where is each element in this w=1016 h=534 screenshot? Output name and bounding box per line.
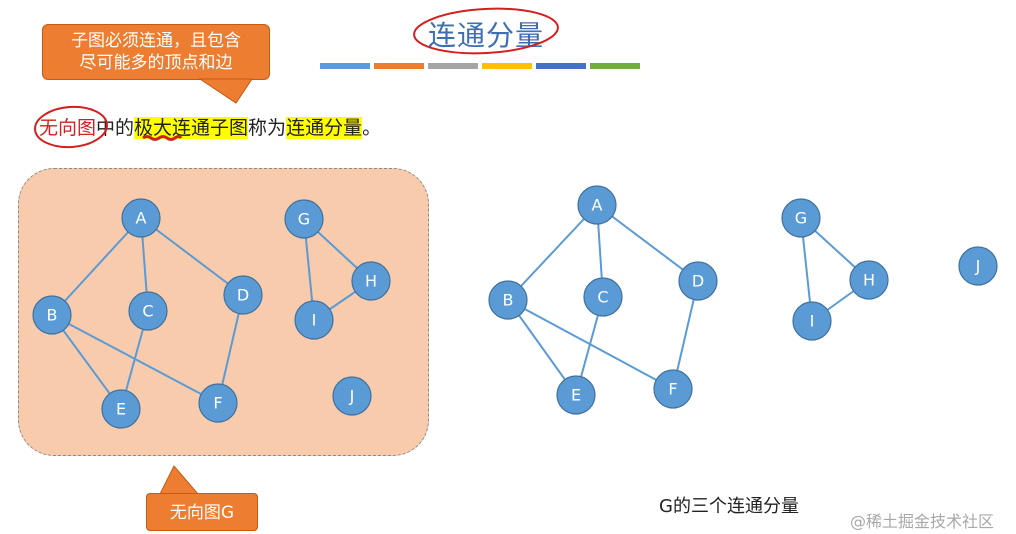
title-bar-3: [428, 63, 478, 69]
component-node-a-circle: [577, 185, 617, 225]
graph-g-node-j: J: [332, 376, 372, 416]
title-underline-bars: [320, 63, 640, 69]
component-node-j-label: J: [975, 257, 981, 276]
graph-g-node-e-circle: [101, 389, 141, 429]
definition-sentence: 无向图中的极大连通子图称为连通分量。: [39, 113, 381, 140]
graph-g-node-h-label: H: [365, 272, 377, 291]
graph-g-node-f-label: F: [213, 394, 222, 413]
title-bar-5: [536, 63, 586, 69]
definition-text-1: 中的: [96, 117, 135, 139]
graph-g-node-d: D: [223, 275, 263, 315]
component-node-b-label: B: [503, 291, 514, 310]
term-maximal-connected-subgraph: 极大连通子图: [134, 117, 249, 139]
component-node-i: I: [792, 301, 832, 341]
graph-g-edge-a-d: [140, 217, 244, 296]
graph-g-node-d-label: D: [237, 286, 249, 305]
graph-g-node-f-circle: [198, 383, 238, 423]
callout-note-line1: 子图必须连通，且包含: [71, 31, 241, 51]
red-squiggle-underline: [142, 135, 183, 141]
watermark: @稀土掘金技术社区: [850, 512, 995, 531]
component-node-c: C: [583, 277, 623, 317]
component-node-d: D: [678, 261, 718, 301]
graph-g-node-g-label: G: [298, 210, 310, 229]
title-red-ellipse: [413, 7, 559, 55]
component-node-h: H: [849, 260, 889, 300]
component-node-f-circle: [653, 369, 693, 409]
components-caption: G的三个连通分量: [659, 496, 799, 517]
definition-text-end: 。: [362, 117, 382, 139]
graph-g-node-g-circle: [284, 199, 324, 239]
component-node-e-circle: [556, 375, 596, 415]
graph-g-node-e: E: [101, 389, 141, 429]
component-node-j-circle: [958, 246, 998, 286]
component-node-a-label: A: [592, 196, 603, 215]
graph-g-node-i-label: I: [312, 311, 317, 330]
callout-note: 子图必须连通，且包含 尽可能多的顶点和边: [42, 24, 270, 80]
graph-g-node-a-circle: [121, 198, 161, 238]
component-node-g: G: [781, 198, 821, 238]
component-node-e-label: E: [571, 386, 581, 405]
graph-g-node-e-label: E: [116, 400, 126, 419]
title-bar-4: [482, 63, 532, 69]
graph-g-node-h: H: [351, 261, 391, 301]
graph-g-node-i-circle: [294, 300, 334, 340]
callout-graph-label: 无向图G: [146, 493, 258, 531]
term-undirected-graph: 无向图: [39, 117, 97, 139]
graph-g-node-b-circle: [32, 295, 72, 335]
title-bar-6: [590, 63, 640, 69]
definition-text-2: 称为: [248, 117, 287, 139]
component-node-h-label: H: [863, 271, 875, 290]
title-bar-1: [320, 63, 370, 69]
graph-g-node-g: G: [284, 199, 324, 239]
component-node-b: B: [488, 280, 528, 320]
component-node-g-label: G: [795, 209, 807, 228]
component-node-b-circle: [488, 280, 528, 320]
graph-g-node-h-circle: [351, 261, 391, 301]
callout-note-pointer: [198, 78, 253, 104]
component-node-c-label: C: [597, 288, 608, 307]
component-node-d-label: D: [692, 272, 704, 291]
graph-g-node-b: B: [32, 295, 72, 335]
graph-g-node-c-circle: [128, 291, 168, 331]
title-bar-2: [374, 63, 424, 69]
component-node-f-label: F: [668, 380, 677, 399]
graph-g-node-a-label: A: [136, 209, 147, 228]
graph-g-node-a: A: [121, 198, 161, 238]
graph-g-node-d-circle: [223, 275, 263, 315]
component-node-j: J: [958, 246, 998, 286]
graph-g-node-b-label: B: [47, 306, 58, 325]
graph-g-edge-a-b: [51, 217, 142, 316]
graph-g-node-j-label: J: [349, 387, 355, 406]
term-connected-component: 连通分量: [286, 117, 363, 139]
graph-g-node-i: I: [294, 300, 334, 340]
component-node-h-circle: [849, 260, 889, 300]
term-red-ellipse: [34, 105, 108, 149]
graph-g-node-c-label: C: [142, 302, 153, 321]
component-node-e: E: [556, 375, 596, 415]
callout-note-line2: 尽可能多的顶点和边: [79, 53, 233, 73]
graph-g-node-f: F: [198, 383, 238, 423]
component-node-g-circle: [781, 198, 821, 238]
component-node-f: F: [653, 369, 693, 409]
component-node-i-circle: [792, 301, 832, 341]
component-node-i-label: I: [810, 312, 815, 331]
component-edge-a-b: [507, 204, 598, 301]
graph-g-node-c: C: [128, 291, 168, 331]
component-node-d-circle: [678, 261, 718, 301]
component-edge-a-d: [596, 204, 699, 282]
graph-g-node-j-circle: [332, 376, 372, 416]
component-node-a: A: [577, 185, 617, 225]
page-title: 连通分量: [428, 19, 545, 52]
component-node-c-circle: [583, 277, 623, 317]
